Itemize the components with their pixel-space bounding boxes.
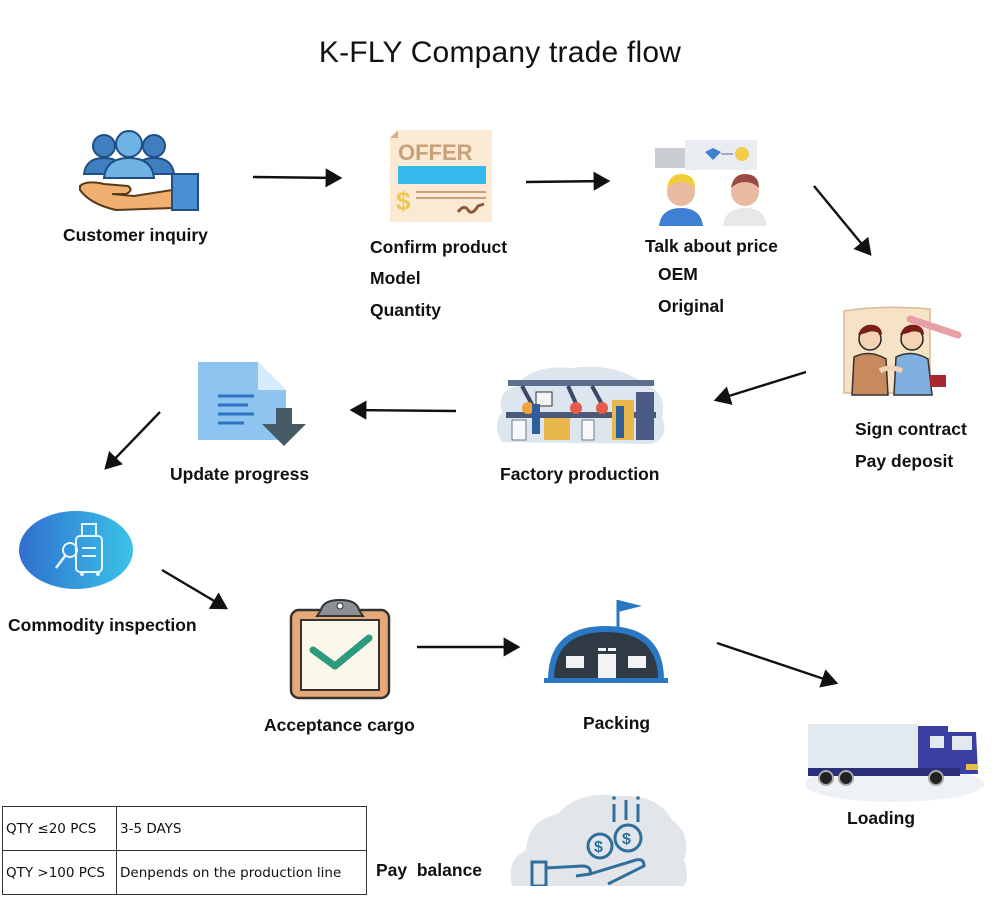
truck-icon bbox=[804, 722, 984, 802]
detail-model: Model bbox=[370, 268, 421, 288]
arrow-factory-to-update bbox=[349, 400, 457, 420]
svg-text:$: $ bbox=[594, 839, 603, 856]
customer-hand-icon bbox=[76, 124, 204, 214]
arrow-update-to-inspection bbox=[104, 411, 161, 470]
lead-time-cell: 3-5 DAYS bbox=[116, 806, 367, 851]
luggage-inspection-icon bbox=[18, 510, 138, 590]
coins-hand-icon: $ $ bbox=[508, 790, 690, 888]
qty-cell: QTY >100 PCS bbox=[2, 850, 117, 895]
step-label-talk-price: Talk about price bbox=[645, 236, 778, 256]
lead-time-cell: Denpends on the production line bbox=[116, 850, 367, 895]
detail-oem: OEM bbox=[658, 264, 698, 284]
table-row: QTY ≤20 PCS 3-5 DAYS bbox=[2, 806, 367, 851]
arrow-confirm-to-price bbox=[525, 171, 611, 191]
step-label-sign-contract: Sign contract bbox=[855, 419, 967, 439]
step-label-factory-production: Factory production bbox=[500, 464, 660, 484]
factory-line-icon bbox=[492, 362, 668, 446]
arrow-price-to-contract bbox=[813, 185, 872, 256]
step-label-loading: Loading bbox=[847, 808, 916, 828]
arrow-inspection-to-acceptance bbox=[161, 568, 229, 610]
handshake-contract-icon bbox=[840, 305, 970, 397]
offer-text: OFFER bbox=[398, 140, 473, 165]
page-title: K-FLY Company trade flow bbox=[318, 36, 682, 69]
step-label-packing: Packing bbox=[583, 713, 651, 733]
detail-original: Original bbox=[658, 296, 725, 316]
detail-quantity: Quantity bbox=[370, 300, 441, 320]
detail-pay-deposit: Pay deposit bbox=[855, 451, 954, 471]
warehouse-icon bbox=[544, 598, 668, 686]
document-download-icon bbox=[196, 360, 308, 446]
negotiation-people-icon bbox=[655, 140, 771, 226]
step-label-update-progress: Update progress bbox=[170, 464, 310, 484]
clipboard-check-icon bbox=[289, 598, 391, 700]
step-label-confirm-product: Confirm product bbox=[370, 237, 508, 257]
step-label-pay-balance: Pay balance bbox=[376, 860, 483, 880]
step-label-customer-inquiry: Customer inquiry bbox=[63, 225, 208, 245]
step-label-commodity-inspection: Commodity inspection bbox=[8, 615, 197, 635]
offer-document-icon: OFFER $ bbox=[388, 124, 494, 222]
table-row: QTY >100 PCS Denpends on the production … bbox=[2, 850, 367, 895]
lead-time-table: QTY ≤20 PCS 3-5 DAYS QTY >100 PCS Denpen… bbox=[2, 806, 367, 895]
arrow-packing-to-loading bbox=[716, 641, 839, 688]
arrow-inquiry-to-confirm bbox=[252, 168, 343, 188]
step-label-acceptance-cargo: Acceptance cargo bbox=[264, 715, 415, 735]
svg-text:$: $ bbox=[622, 831, 631, 848]
dollar-symbol: $ bbox=[396, 186, 411, 216]
qty-cell: QTY ≤20 PCS bbox=[2, 806, 117, 851]
arrow-contract-to-factory bbox=[713, 370, 807, 405]
